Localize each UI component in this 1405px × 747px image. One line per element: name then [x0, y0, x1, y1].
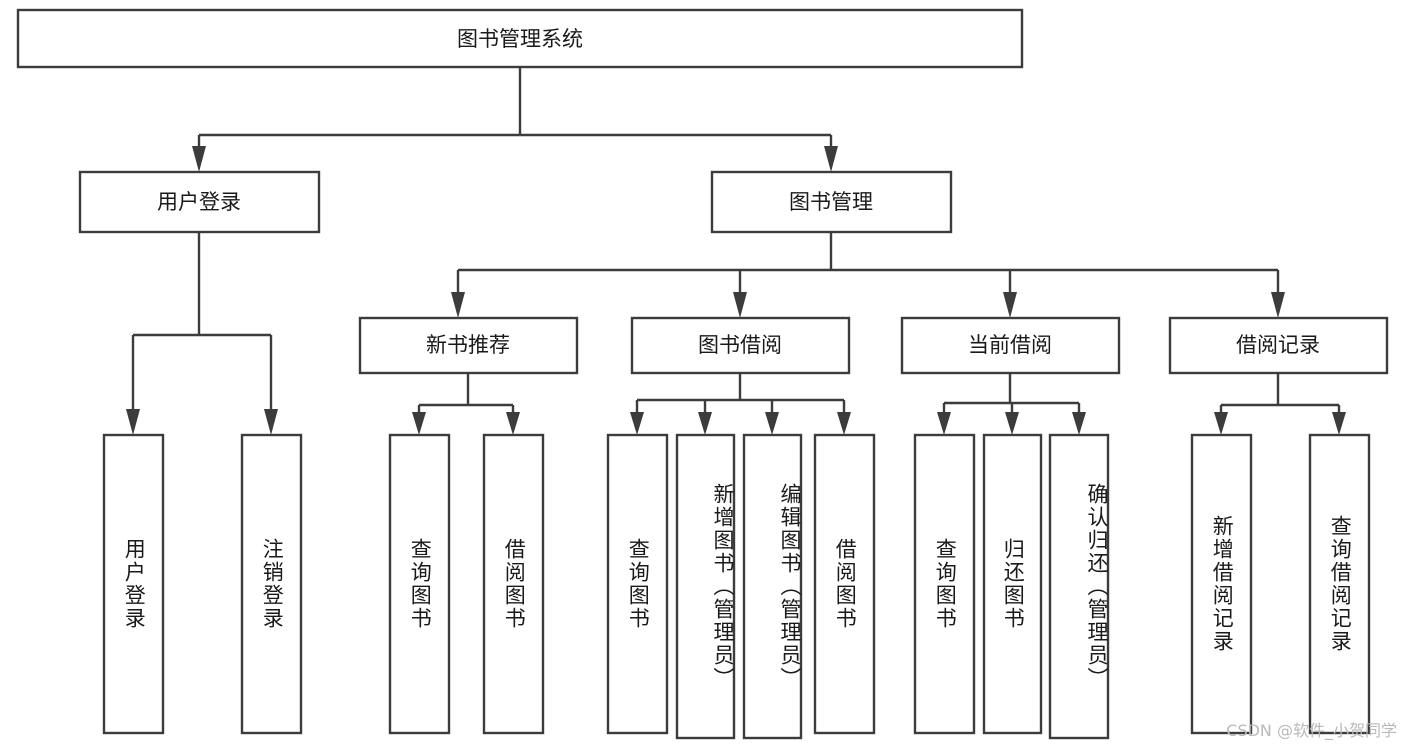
node-book-manage[interactable]: 图书管理	[710, 170, 953, 234]
arrow-borrow-leaf-2	[698, 412, 712, 435]
node-book-manage-box[interactable]	[710, 170, 953, 234]
arrow-record-leaf-1	[1214, 412, 1228, 435]
node-new-book-recommend-label: 新书推荐	[426, 333, 510, 357]
arrow-userlogin-leaf-1	[126, 409, 140, 435]
arrow-userlogin-leaf-2	[264, 409, 278, 435]
node-current-borrow[interactable]: 当前借阅	[900, 316, 1121, 375]
node-book-borrow-label: 图书借阅	[698, 333, 782, 357]
arrow-newbook-leaf-1	[412, 412, 426, 435]
leaf-box-add-borrow-record[interactable]	[1190, 433, 1253, 735]
arrow-bookmanage-to-current	[1003, 292, 1017, 318]
node-user-login-box[interactable]	[78, 170, 321, 234]
arrow-bookmanage-to-record	[1271, 292, 1285, 318]
leaf-box-edit-book-admin[interactable]	[742, 433, 803, 740]
leaf-box-query-book-recommend[interactable]	[388, 433, 451, 735]
node-current-borrow-label: 当前借阅	[968, 333, 1052, 357]
node-book-borrow-box[interactable]	[630, 316, 851, 375]
node-book-borrow[interactable]: 图书借阅	[630, 316, 851, 375]
node-borrow-record[interactable]: 借阅记录	[1168, 316, 1389, 375]
node-root[interactable]: 图书管理系统	[16, 8, 1024, 69]
arrow-bookmanage-to-newbook	[451, 292, 465, 318]
leaf-box-add-book-admin[interactable]	[675, 433, 736, 740]
arrow-current-leaf-1	[937, 412, 951, 435]
node-root-label: 图书管理系统	[457, 27, 583, 51]
leaf-box-query-borrow-record[interactable]	[1308, 433, 1371, 735]
arrow-borrow-leaf-4	[837, 412, 851, 435]
connector-layer	[126, 67, 1346, 435]
node-new-book-recommend[interactable]: 新书推荐	[358, 316, 579, 375]
leaf-box-borrow-book[interactable]	[813, 433, 876, 735]
leaf-box-return-book[interactable]	[982, 433, 1043, 735]
node-book-manage-label: 图书管理	[789, 190, 873, 214]
arrow-borrow-leaf-3	[765, 412, 779, 435]
arrow-bookmanage-to-borrow	[733, 292, 747, 318]
node-user-login[interactable]: 用户登录	[78, 170, 321, 234]
node-layer: 图书管理系统 用户登录 图书管理 新书推荐 图书借阅 当前	[16, 8, 1389, 740]
leaf-box-borrow-book-recommend[interactable]	[482, 433, 545, 735]
arrow-current-leaf-3	[1072, 412, 1086, 435]
node-new-book-recommend-box[interactable]	[358, 316, 579, 375]
arrow-borrow-leaf-1	[630, 412, 644, 435]
node-root-box[interactable]	[16, 8, 1024, 69]
leaf-box-query-book-current[interactable]	[913, 433, 976, 735]
arrow-root-to-book-manage	[824, 146, 838, 172]
arrow-root-to-user-login	[192, 146, 206, 172]
node-borrow-record-box[interactable]	[1168, 316, 1389, 375]
leaf-box-user-login[interactable]	[102, 433, 165, 735]
arrow-current-leaf-2	[1005, 412, 1019, 435]
node-current-borrow-box[interactable]	[900, 316, 1121, 375]
leaf-box-confirm-return-admin[interactable]	[1048, 433, 1110, 740]
watermark-text: CSDN @软件_小贺同学	[1226, 721, 1397, 740]
arrow-record-leaf-2	[1332, 412, 1346, 435]
leaf-box-query-book-borrow[interactable]	[606, 433, 669, 735]
node-borrow-record-label: 借阅记录	[1236, 333, 1320, 357]
leaf-box-logout[interactable]	[240, 433, 303, 735]
node-user-login-label: 用户登录	[157, 190, 241, 214]
arrow-newbook-leaf-2	[506, 412, 520, 435]
